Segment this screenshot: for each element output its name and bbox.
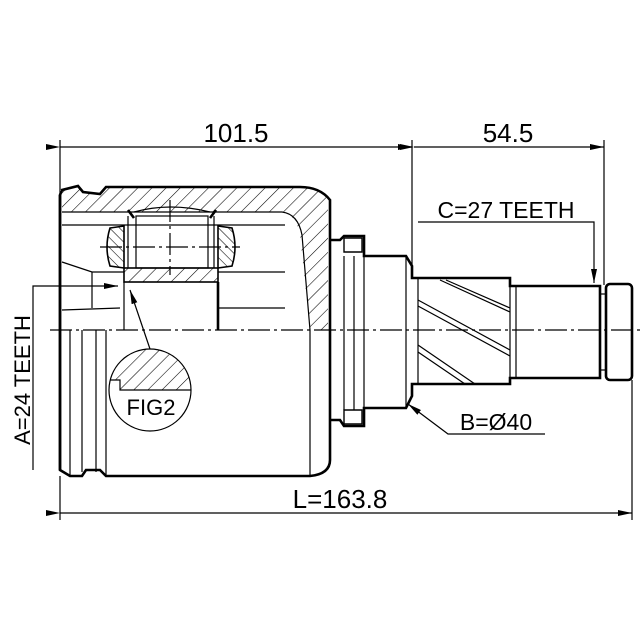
housing	[58, 184, 332, 478]
tripod-roller	[61, 200, 285, 330]
inner-spline-label: A=24 TEETH	[10, 315, 35, 445]
stub-shaft	[330, 234, 634, 428]
outer-spline-label: C=27 TEETH	[438, 197, 575, 223]
dimension-overall-length: L=163.8	[46, 380, 633, 520]
overall-length-label: L=163.8	[293, 484, 388, 514]
housing-length-label: 101.5	[203, 118, 268, 148]
callout-inner-spline: A=24 TEETH	[10, 283, 118, 470]
dimension-shaft-length: 54.5	[400, 118, 605, 285]
seal-diameter-label: B=Ø40	[460, 409, 532, 435]
fig2-label: FIG2	[127, 395, 176, 420]
shaft-length-label: 54.5	[483, 118, 534, 148]
callout-outer-spline: C=27 TEETH	[418, 197, 597, 283]
callout-seal-diameter: B=Ø40	[407, 403, 545, 435]
dimension-housing-length: 101.5	[46, 118, 413, 265]
